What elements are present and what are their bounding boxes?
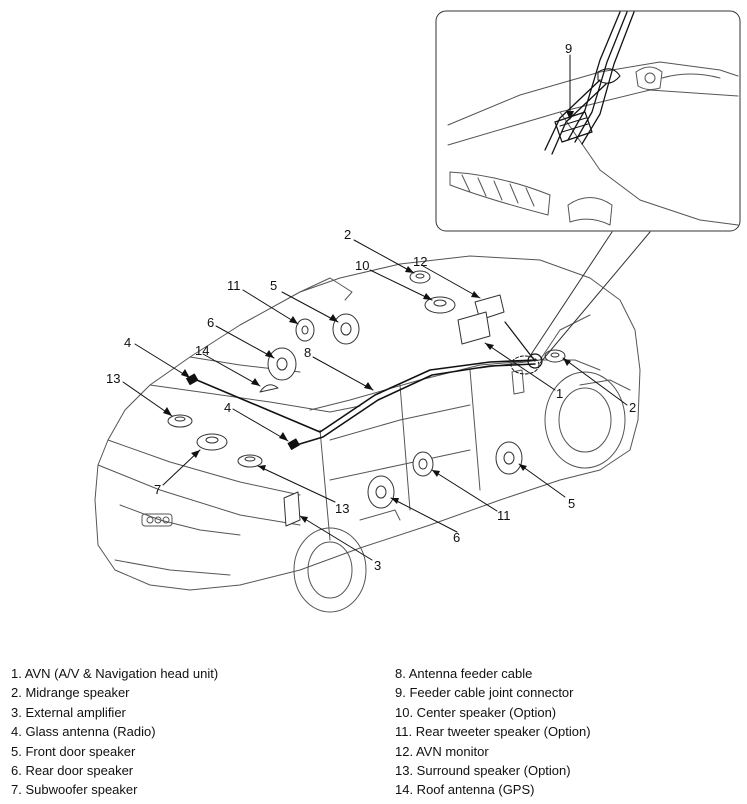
callout-6-bottom: 6 — [453, 530, 460, 545]
roof-antenna-gps — [259, 384, 279, 393]
rear-door-speaker-top — [267, 347, 297, 381]
callout-4-middle: 4 — [224, 400, 231, 415]
glass-antennas — [186, 373, 300, 450]
rear-tweeter-speaker-bottom — [412, 451, 434, 477]
arrowheads — [163, 111, 574, 523]
legend-left-column: 1. AVN (A/V & Navigation head unit) 2. M… — [11, 664, 218, 800]
legend-item: 12. AVN monitor — [395, 743, 489, 759]
magnifier-lines — [529, 231, 651, 364]
callout-5-top: 5 — [270, 278, 277, 293]
avn-head-unit — [457, 311, 491, 345]
avn-cable — [504, 321, 536, 362]
rear-tweeter-speaker-top — [295, 318, 315, 342]
legend-item: 2. Midrange speaker — [11, 685, 130, 701]
callout-12: 12 — [413, 254, 427, 269]
callout-2-right: 2 — [629, 400, 636, 415]
legend-item: 13. Surround speaker (Option) — [395, 763, 571, 779]
legend-item: 3. External amplifier — [11, 704, 126, 720]
subwoofer-speaker — [196, 433, 228, 451]
callout-14: 14 — [195, 343, 209, 358]
legend-item: 14. Roof antenna (GPS) — [395, 782, 535, 798]
leader-lines — [122, 54, 628, 561]
surround-speaker-right — [237, 454, 263, 468]
front-door-speaker-top — [332, 313, 360, 345]
legend-item: 8. Antenna feeder cable — [395, 666, 533, 681]
legend-item: 7. Subwoofer speaker — [11, 782, 138, 798]
callout-9: 9 — [565, 41, 572, 56]
car-audio-wiring-diagram: 1 2 2 3 4 4 5 5 6 6 7 8 9 10 11 11 12 13… — [94, 10, 741, 613]
antenna-feeder-cable — [191, 359, 536, 447]
inset-detail — [435, 10, 741, 232]
center-speaker — [424, 296, 456, 314]
surround-speaker-left — [167, 414, 193, 428]
callout-labels: 1 2 2 3 4 4 5 5 6 6 7 8 9 10 11 11 12 13… — [106, 41, 636, 573]
front-door-speaker-bottom — [495, 441, 523, 475]
legend-item: 1. AVN (A/V & Navigation head unit) — [11, 666, 219, 681]
callout-10: 10 — [355, 258, 369, 273]
callout-11-top: 11 — [227, 278, 241, 293]
legend-item: 6. Rear door speaker — [11, 763, 134, 779]
legend-right-column: 8. Antenna feeder cable 9. Feeder cable … — [395, 664, 591, 800]
callout-6-top: 6 — [207, 315, 214, 330]
midrange-speaker-left — [409, 270, 431, 284]
legend-item: 4. Glass antenna (Radio) — [11, 724, 156, 740]
callout-8: 8 — [304, 345, 311, 360]
midrange-speaker-right — [544, 349, 566, 363]
callout-13-left: 13 — [106, 371, 120, 386]
components — [167, 270, 566, 527]
callout-3: 3 — [374, 558, 381, 573]
joint-area — [510, 355, 540, 375]
rear-door-speaker-bottom — [367, 475, 395, 509]
callout-13-bottom: 13 — [335, 501, 349, 516]
legend-item: 11. Rear tweeter speaker (Option) — [395, 724, 591, 740]
legend-item: 9. Feeder cable joint connector — [395, 685, 574, 701]
callout-11-bottom: 11 — [497, 508, 511, 523]
car-outline — [94, 255, 641, 613]
callout-4-left: 4 — [124, 335, 131, 350]
callout-1: 1 — [556, 386, 563, 401]
callout-2-top: 2 — [344, 227, 351, 242]
callout-5-bottom: 5 — [568, 496, 575, 511]
external-amplifier — [283, 491, 301, 527]
callout-7: 7 — [154, 482, 161, 497]
legend-item: 10. Center speaker (Option) — [395, 704, 557, 720]
legend-item: 5. Front door speaker — [11, 743, 136, 759]
